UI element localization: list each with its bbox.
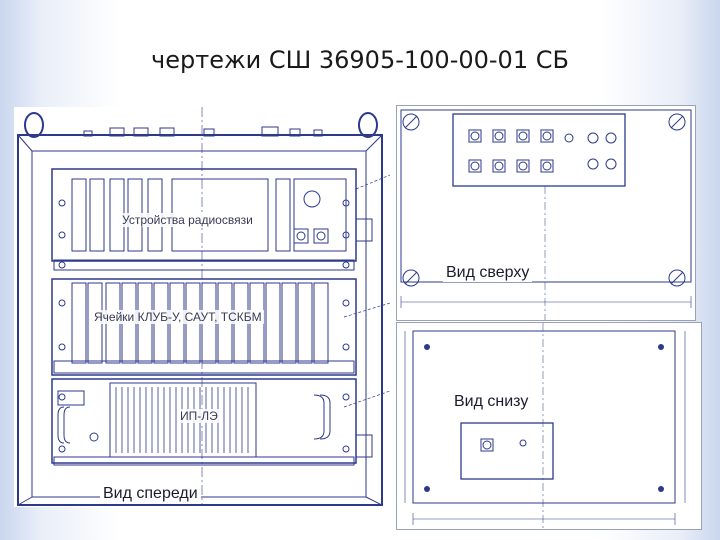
top-view-drawing: Вид сверху	[396, 105, 696, 321]
front-view-svg	[17, 107, 390, 506]
top-view-svg	[400, 109, 692, 320]
slide-title: чертежи СШ 36905-100-00-01 СБ	[151, 46, 569, 74]
bottom-view-svg	[404, 323, 686, 529]
label-radio: Устройства радиосвязи	[120, 213, 255, 227]
label-bottom-view: Вид снизу	[451, 393, 532, 411]
label-power: ИП-ЛЭ	[178, 409, 220, 423]
label-front-view: Вид спереди	[100, 485, 201, 503]
front-view-drawing: Устройства радиосвязи Ячейки КЛУБ-У, САУ…	[14, 107, 390, 507]
bottom-view-drawing: Вид снизу	[396, 322, 702, 530]
label-cells: Ячейки КЛУБ-У, САУТ, ТСКБМ	[92, 310, 264, 324]
label-top-view: Вид сверху	[443, 264, 533, 282]
